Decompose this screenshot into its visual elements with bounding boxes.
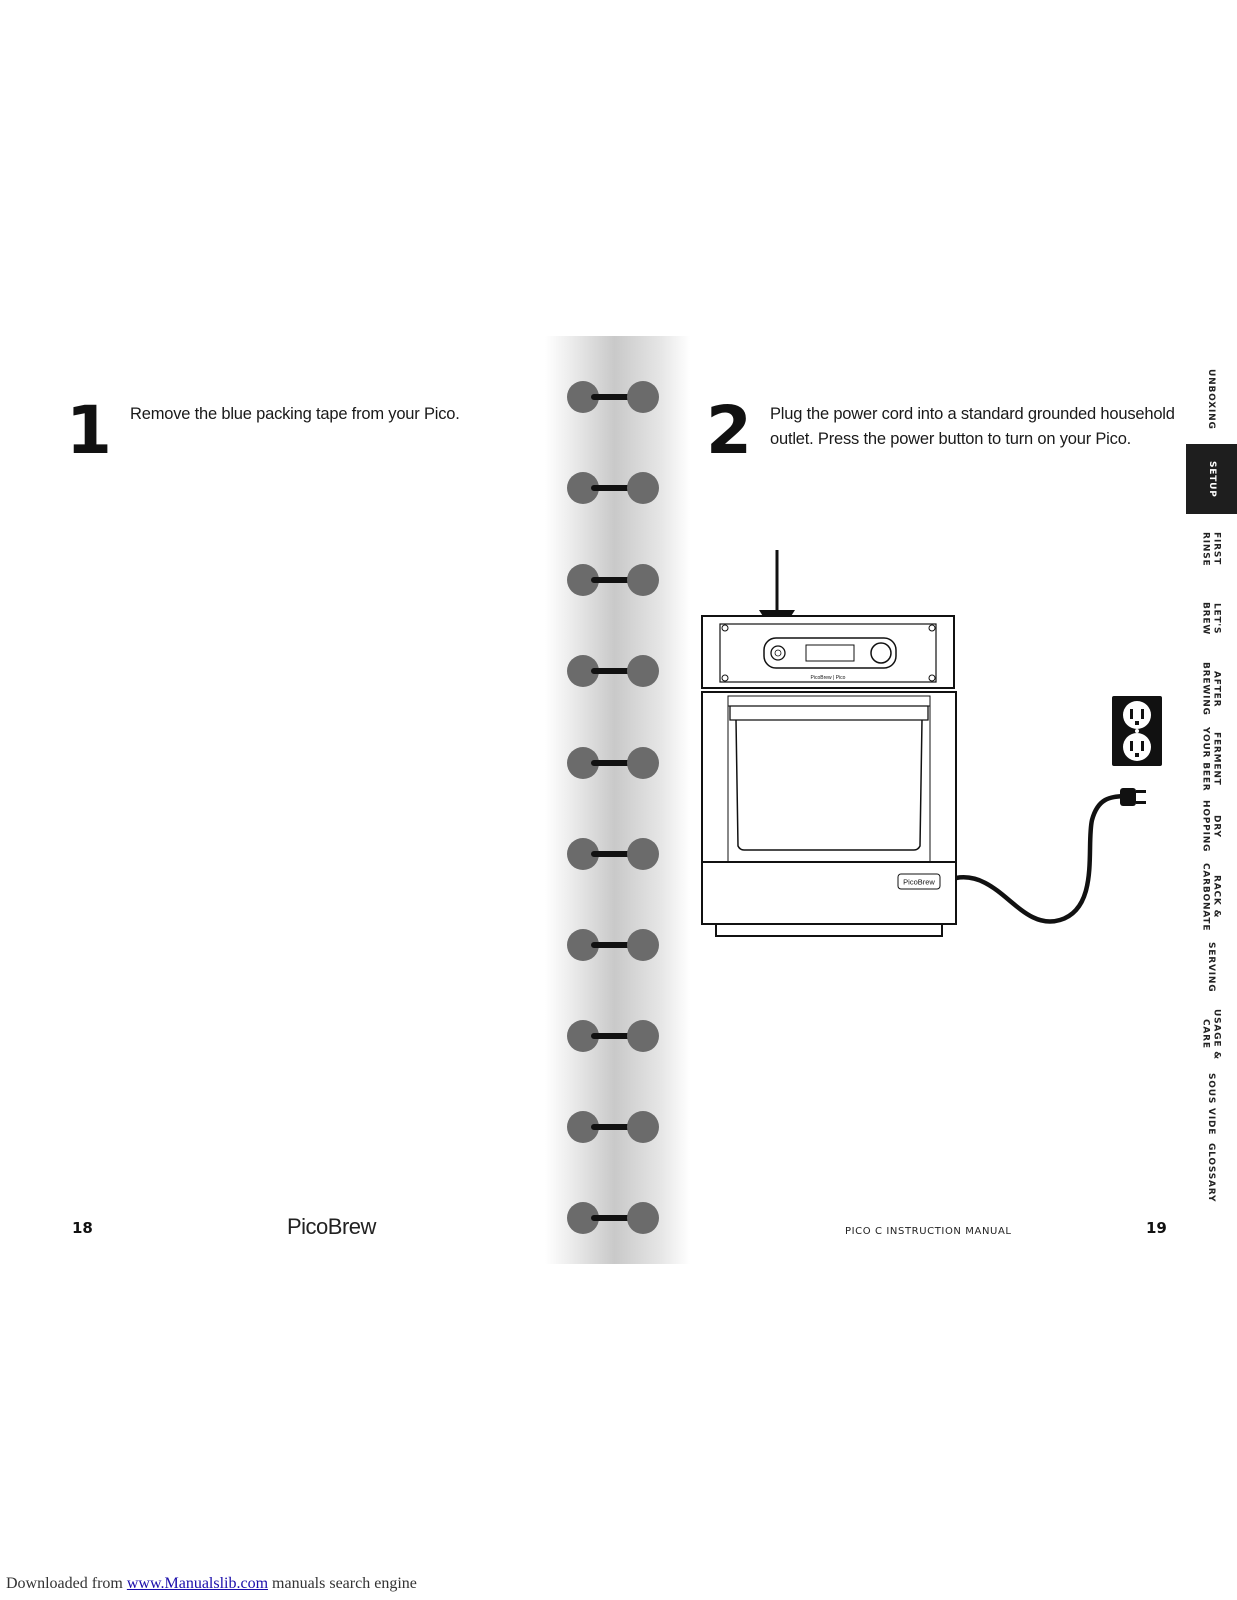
section-tabs: UNBOXING SETUP FIRST RINSE LET'S BREW AFTER … — [1184, 364, 1237, 1234]
power-cord — [955, 793, 1125, 924]
tab-label: FERMENT YOUR BEER — [1200, 726, 1222, 792]
picobrew-logo: PicoBrew — [287, 1214, 376, 1239]
binding-ring — [567, 381, 659, 413]
binding-ring — [567, 838, 659, 870]
tab-label: RACK & CARBONATE — [1200, 862, 1222, 932]
step-filter-tray — [729, 705, 929, 721]
tab-let-s-brew[interactable]: LET'S BREW — [1184, 584, 1237, 654]
wall-outlet-icon — [1112, 696, 1162, 766]
binding-ring — [567, 655, 659, 687]
tab-label: AFTER BREWING — [1200, 662, 1222, 716]
tab-label: SETUP — [1207, 460, 1217, 498]
tab-first-rinse[interactable]: FIRST RINSE — [1184, 514, 1237, 584]
tab-serving[interactable]: SERVING — [1184, 936, 1237, 998]
binding-ring — [567, 472, 659, 504]
binding-ring — [567, 1111, 659, 1143]
tab-usage-care[interactable]: USAGE & CARE — [1184, 998, 1237, 1070]
pico-power-illustration: PicoBrew | Pico PicoBrew — [701, 550, 1162, 937]
tab-label: UNBOXING — [1206, 368, 1216, 430]
tab-sous-vide[interactable]: SOUS VIDE — [1184, 1070, 1237, 1138]
binding-ring — [567, 747, 659, 779]
plug-icon — [1120, 788, 1136, 806]
manual-title: PICO C INSTRUCTION MANUAL — [845, 1226, 1012, 1237]
front-badge — [897, 873, 941, 890]
control-dial-icon — [870, 642, 892, 664]
step-2-instruction: Plug the power cord into a standard grou… — [770, 405, 1175, 448]
display-screen — [805, 644, 855, 662]
tab-setup[interactable]: SETUP — [1186, 444, 1237, 514]
tab-rack-carbonate[interactable]: RACK & CARBONATE — [1184, 858, 1237, 936]
machine-base — [715, 923, 943, 937]
step-1-number: 1 — [66, 392, 112, 469]
download-banner: Downloaded from www.Manualslib.com manua… — [6, 1575, 417, 1593]
tab-ferment-your-beer[interactable]: FERMENT YOUR BEER — [1184, 724, 1237, 794]
tab-unboxing[interactable]: UNBOXING — [1184, 364, 1237, 434]
tab-glossary[interactable]: GLOSSARY — [1184, 1138, 1237, 1208]
binding-ring — [567, 1202, 659, 1234]
step-2-number: 2 — [706, 392, 752, 469]
tab-label: FIRST RINSE — [1200, 531, 1222, 567]
step-1-instruction: Remove the blue packing tape from your P… — [130, 405, 460, 423]
binding-ring — [567, 929, 659, 961]
power-button-icon — [770, 645, 786, 661]
right-page-number: 19 — [1146, 1219, 1167, 1237]
tab-after-brewing[interactable]: AFTER BREWING — [1184, 654, 1237, 724]
download-suffix: manuals search engine — [268, 1575, 417, 1592]
tab-label: SOUS VIDE — [1206, 1072, 1216, 1136]
tab-label: DRY HOPPING — [1200, 799, 1222, 853]
tab-dry-hopping[interactable]: DRY HOPPING — [1184, 794, 1237, 858]
spiral-binding — [545, 336, 690, 1264]
tab-label: SERVING — [1206, 941, 1216, 993]
svg-text:PicoBrew: PicoBrew — [903, 878, 935, 887]
tab-label: USAGE & CARE — [1200, 1008, 1222, 1060]
manualslib-link[interactable]: www.Manualslib.com — [126, 1575, 269, 1592]
binding-ring — [567, 564, 659, 596]
binding-ring — [567, 1020, 659, 1052]
tab-label: GLOSSARY — [1206, 1143, 1216, 1203]
panel-brand-label: PicoBrew | Pico — [811, 675, 846, 681]
tab-label: LET'S BREW — [1200, 602, 1222, 636]
left-page-number: 18 — [72, 1219, 93, 1237]
download-prefix: Downloaded from — [6, 1575, 127, 1592]
